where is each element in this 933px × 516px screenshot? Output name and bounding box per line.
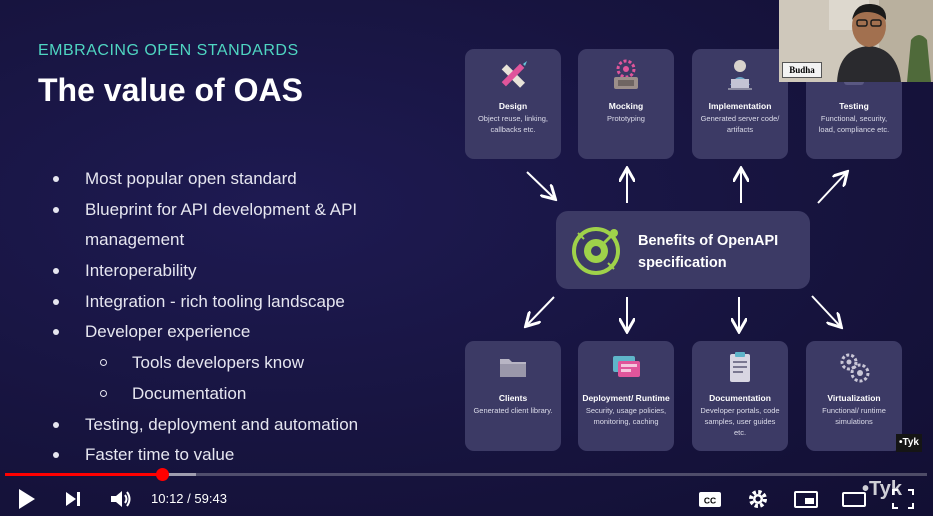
- bullet-item-continuation: management: [85, 230, 185, 250]
- center-label-line1: Benefits of OpenAPI: [638, 233, 779, 249]
- card-title: Clients: [498, 393, 528, 403]
- card-title: Mocking: [608, 101, 644, 111]
- channel-watermark: •Tyk: [862, 478, 902, 500]
- card-title: Testing: [839, 101, 869, 111]
- card-description: Generated server code/ artifacts: [700, 114, 780, 134]
- card-title: Documentation: [709, 393, 771, 403]
- theater-mode-icon[interactable]: [841, 486, 867, 512]
- card-title: Virtualization: [827, 393, 881, 403]
- bullet-item: Integration - rich tooling landscape: [50, 287, 358, 318]
- virtualization-gears-icon: [840, 353, 870, 383]
- card-description: Prototyping: [607, 114, 645, 123]
- settings-gear-icon[interactable]: [745, 486, 771, 512]
- volume-icon[interactable]: [108, 486, 134, 512]
- deployment-screens-icon: [613, 356, 640, 377]
- arrow-to-clients: [527, 296, 555, 325]
- progress-bar[interactable]: [5, 468, 927, 481]
- next-video-icon[interactable]: [63, 486, 85, 512]
- presenter-video: [779, 0, 933, 82]
- card-title: Implementation: [708, 101, 772, 111]
- svg-text:CC: CC: [704, 496, 716, 506]
- card-implementation: Implementation Generated server code/ ar…: [692, 49, 788, 159]
- time-display: 10:12 / 59:43: [151, 491, 227, 506]
- card-description: Functional/ runtime simulations: [822, 406, 886, 426]
- bullet-item: Developer experience: [50, 317, 358, 348]
- sub-bullet-item: Documentation: [50, 379, 358, 410]
- center-benefits-box: Benefits of OpenAPI specification: [556, 211, 810, 289]
- card-clients: Clients Generated client library.: [465, 341, 561, 451]
- scrubber-handle[interactable]: [156, 468, 170, 481]
- current-time: 10:12: [151, 491, 184, 506]
- arrow-to-design: [526, 171, 554, 198]
- miniplayer-icon[interactable]: [793, 486, 819, 512]
- presenter-name-card: Budha: [782, 62, 822, 78]
- bullet-item: Interoperability: [50, 256, 358, 287]
- bullet-item: Most popular open standard: [50, 164, 358, 195]
- card-virtualization: Virtualization Functional/ runtime simul…: [806, 341, 902, 451]
- center-label-line2: specification: [638, 255, 727, 271]
- arrow-to-testing: [817, 173, 846, 204]
- duration: 59:43: [194, 491, 227, 506]
- card-deployment-runtime: Deployment/ Runtime Security, usage poli…: [578, 341, 674, 451]
- progress-played: [5, 473, 163, 476]
- documentation-clipboard-icon: [730, 352, 750, 382]
- center-benefits-label: Benefits of OpenAPI specification: [638, 230, 778, 274]
- card-description: Generated client library.: [473, 406, 553, 415]
- time-separator: /: [183, 491, 195, 506]
- card-design: Design Object reuse, linking, callbacks …: [465, 49, 561, 159]
- clients-folder-icon: [500, 359, 526, 377]
- slide-bullet-list: Most popular open standard Blueprint for…: [50, 164, 358, 471]
- card-documentation: Documentation Developer portals, code sa…: [692, 341, 788, 451]
- openapi-logo-icon: [572, 227, 620, 275]
- implementation-person-laptop-icon: [728, 60, 752, 90]
- slide-eyebrow: EMBRACING OPEN STANDARDS: [38, 42, 299, 59]
- slide-title: The value of OAS: [38, 72, 303, 108]
- card-title: Design: [498, 101, 528, 111]
- mocking-gear-box-icon: [614, 59, 638, 89]
- fullscreen-icon[interactable]: [890, 486, 916, 512]
- design-pencil-ruler-icon: [501, 61, 527, 88]
- channel-logo[interactable]: •Tyk: [896, 434, 922, 452]
- bullet-item: Testing, deployment and automation: [50, 410, 358, 441]
- play-icon[interactable]: [16, 486, 38, 512]
- card-mocking: Mocking Prototyping: [578, 49, 674, 159]
- card-description: Functional, security, load, compliance e…: [818, 114, 890, 134]
- card-description: Developer portals, code samples, user gu…: [700, 406, 780, 437]
- card-description: Object reuse, linking, callbacks etc.: [477, 114, 549, 134]
- bullet-item: Faster time to value: [50, 440, 358, 471]
- sub-bullet-item: Tools developers know: [50, 348, 358, 379]
- card-description: Security, usage policies, monitoring, ca…: [585, 406, 667, 426]
- captions-icon[interactable]: CC: [697, 486, 723, 512]
- arrow-to-virtualization: [811, 295, 840, 326]
- card-title: Deployment/ Runtime: [582, 393, 670, 403]
- bullet-item: Blueprint for API development & API: [50, 195, 358, 226]
